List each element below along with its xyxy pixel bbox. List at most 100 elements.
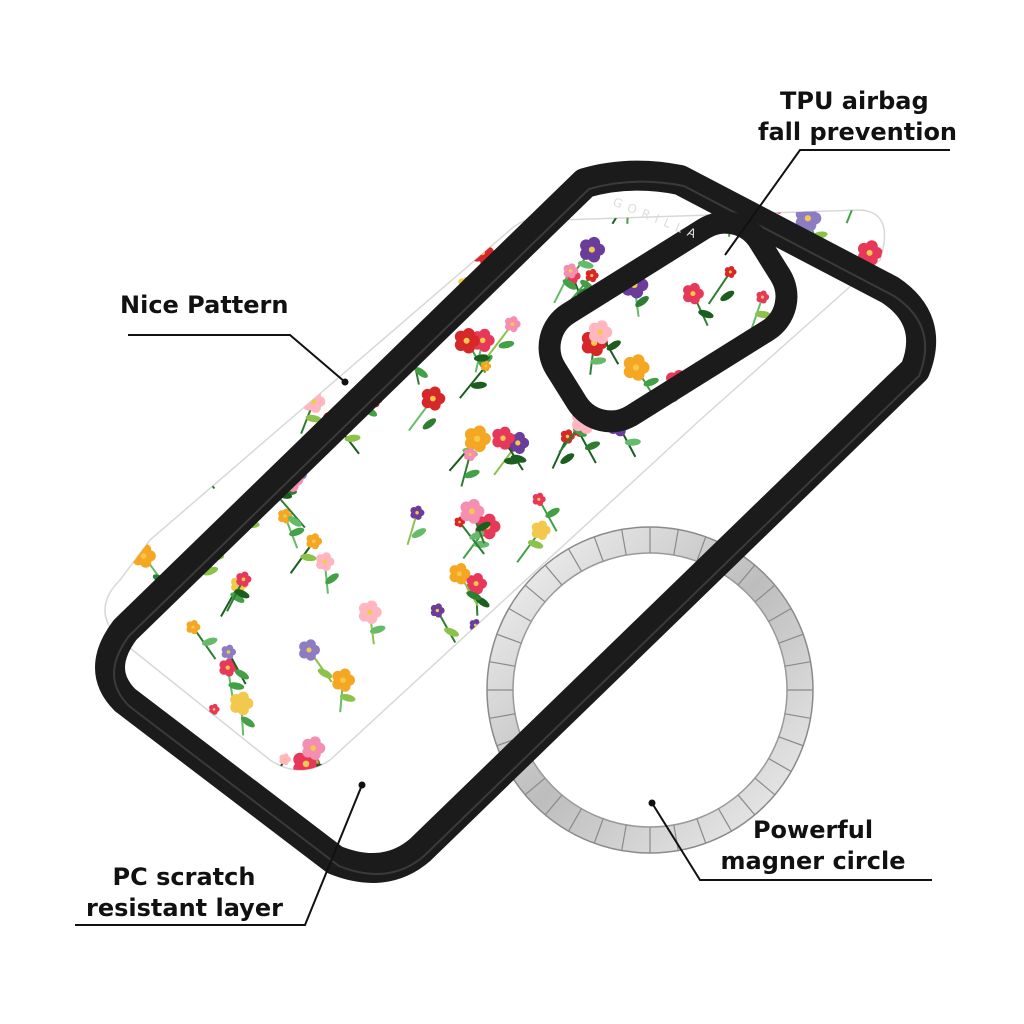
- flower-motif: [656, 701, 680, 746]
- flower-motif: [459, 360, 492, 399]
- flower-motif: [449, 563, 482, 607]
- callout-magnet-line2: magner circle: [720, 847, 906, 875]
- flower-motif: [301, 783, 335, 821]
- camera-cutout: [538, 211, 798, 433]
- flower-motif: [602, 708, 629, 747]
- flower-motif: [165, 453, 196, 495]
- flower-motif: [738, 626, 772, 667]
- flower-motif: [656, 743, 690, 770]
- flower-motif: [588, 320, 621, 365]
- callout-tpu: TPU airbag fall prevention: [758, 86, 957, 148]
- ring-segment-line: [673, 824, 679, 851]
- callout-pc: PC scratch resistant layer: [86, 862, 283, 924]
- ring-segment-line: [593, 536, 604, 562]
- ring-segment-line: [621, 529, 627, 556]
- flower-motif: [128, 335, 149, 377]
- flower-motif: [707, 265, 737, 305]
- flower-motif: [299, 639, 333, 683]
- flower-motif: [532, 492, 560, 532]
- ring-segment-line: [778, 633, 804, 644]
- ring-segment-line: [784, 713, 811, 719]
- flower-motif: [391, 237, 412, 277]
- callout-pc-line1: PC scratch: [112, 863, 256, 891]
- ring-segment-line: [593, 818, 604, 844]
- callout-tpu-line1: TPU airbag: [780, 87, 929, 115]
- flower-motif: [714, 423, 755, 470]
- flower-motif: [551, 429, 575, 469]
- flower-motif: [180, 448, 216, 490]
- flower-motif: [516, 520, 551, 563]
- flower-motif: [230, 691, 255, 736]
- flower-motif: [189, 408, 223, 453]
- flower-motif: [674, 471, 714, 518]
- callout-magnet: Powerful magner circle: [708, 815, 918, 877]
- magnet-ring: [486, 526, 814, 854]
- flower-motif: [560, 581, 579, 619]
- flower-motif: [301, 288, 336, 331]
- flower-motif: [452, 705, 476, 746]
- callout-pattern: Nice Pattern: [120, 290, 288, 321]
- flower-motif: [197, 361, 222, 401]
- flower-motif: [683, 282, 714, 327]
- flower-motif: [105, 390, 127, 429]
- flower-motif: [869, 766, 885, 770]
- ring-segment-line: [496, 633, 522, 644]
- flower-motif: [289, 533, 323, 574]
- flower-motif: [460, 499, 491, 544]
- flower-motif: [219, 658, 245, 700]
- ring-segment-line: [696, 818, 707, 844]
- flower-motif: [213, 359, 255, 406]
- flower-motif: [124, 317, 154, 356]
- flower-motif: [447, 701, 467, 741]
- flower-motif: [553, 263, 579, 304]
- flower-motif: [234, 345, 272, 390]
- flower-motif: [197, 210, 218, 231]
- flower-motif: [458, 210, 485, 229]
- flower-motif: [406, 505, 427, 546]
- flower-motif: [423, 252, 445, 292]
- flower-motif: [873, 490, 885, 534]
- flower-motif: [492, 426, 527, 471]
- flower-motif: [266, 753, 291, 770]
- flower-motif: [119, 395, 140, 434]
- flower-motif: [221, 644, 249, 685]
- leader-dots: [341, 378, 656, 807]
- ring-segment-line: [544, 564, 563, 586]
- tpu-bumper-frame: [95, 160, 937, 883]
- ring-segment-line: [768, 607, 792, 623]
- flower-motif: [779, 541, 817, 588]
- flower-motif: [224, 210, 250, 225]
- flower-motif: [460, 447, 480, 487]
- ring-segment-line: [754, 777, 776, 796]
- flower-motif: [439, 686, 458, 726]
- ring-segment-line: [508, 607, 532, 623]
- flower-motif: [454, 516, 485, 555]
- flower-motif: [316, 552, 339, 594]
- flower-motif: [428, 210, 446, 230]
- ring-segment-line: [696, 536, 707, 562]
- flower-motif: [105, 530, 115, 570]
- flower-motif: [125, 404, 145, 444]
- ring-segment-line: [544, 794, 563, 816]
- flower-motif: [300, 303, 340, 346]
- flower-motif: [652, 678, 690, 721]
- leader-line-tpu: [724, 149, 950, 256]
- ring-segment-line: [717, 808, 733, 832]
- ring-segment-line: [673, 529, 679, 556]
- ring-segment-line: [778, 736, 804, 747]
- ring-segment-line: [621, 824, 627, 851]
- ring-segment-line: [737, 794, 756, 816]
- flower-motif: [186, 619, 218, 660]
- leader-lines: [75, 149, 950, 926]
- flower-motif: [226, 571, 252, 612]
- flower-motif: [401, 703, 430, 748]
- flower-motif: [200, 210, 234, 246]
- flower-motif: [119, 427, 149, 470]
- flower-motif: [108, 316, 142, 357]
- flower-motif: [430, 603, 459, 643]
- ring-segment-line: [524, 777, 546, 796]
- flower-motif: [106, 473, 135, 512]
- flower-motif: [750, 290, 772, 330]
- flower-motif: [664, 471, 698, 518]
- flower-motif: [845, 210, 868, 224]
